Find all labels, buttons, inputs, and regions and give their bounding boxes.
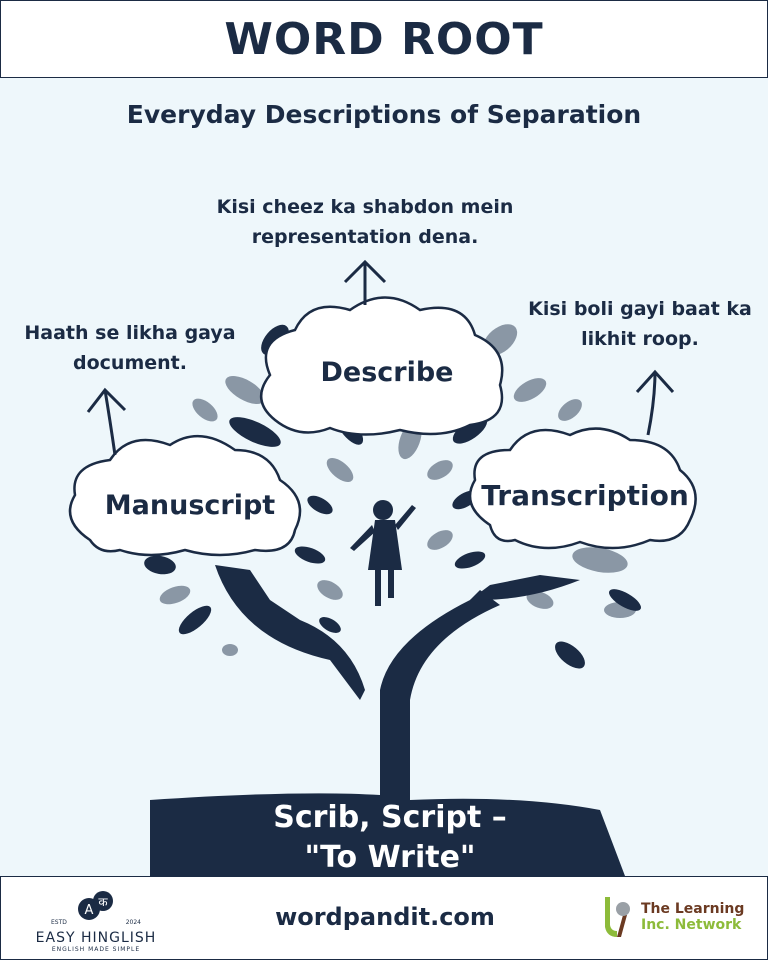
word-transcription: Transcription bbox=[481, 479, 689, 512]
root-label: Scrib, Script – "To Write" bbox=[190, 798, 590, 878]
tree-logo-icon bbox=[605, 897, 630, 937]
word-manuscript: Manuscript bbox=[104, 490, 276, 521]
meaning-manuscript: Haath se likha gaya document. bbox=[24, 322, 236, 374]
root-line1: Scrib, Script – bbox=[273, 800, 507, 835]
arrow-up-icon bbox=[635, 369, 675, 436]
trunk-and-ground bbox=[150, 590, 625, 876]
cloud-manuscript bbox=[68, 434, 302, 557]
easy-hinglish-logo: A क ESTD 2024 EASY HINGLISH ENGLISH MADE … bbox=[31, 889, 161, 953]
page-title: WORD ROOT bbox=[224, 13, 544, 65]
site-link[interactable]: wordpandit.com bbox=[275, 903, 495, 931]
header: WORD ROOT bbox=[0, 0, 768, 78]
estd-label: ESTD bbox=[51, 919, 67, 926]
meaning-transcription: Kisi boli gayi baat ka likhit roop. bbox=[528, 298, 752, 350]
arrows bbox=[86, 259, 675, 456]
estd-year: 2024 bbox=[125, 919, 141, 926]
logo-name: EASY HINGLISH bbox=[35, 930, 157, 946]
arrow-up-icon bbox=[86, 387, 127, 456]
right-hand bbox=[470, 575, 580, 600]
footer: A क ESTD 2024 EASY HINGLISH ENGLISH MADE … bbox=[0, 876, 768, 960]
root-line2: "To Write" bbox=[304, 840, 476, 875]
cloud-describe bbox=[260, 296, 504, 436]
clouds bbox=[68, 296, 697, 557]
subtitle: Everyday Descriptions of Separation bbox=[126, 100, 642, 129]
child-figure bbox=[350, 500, 416, 606]
tree-illustration bbox=[68, 259, 697, 876]
logo-line1: The Learning bbox=[641, 901, 745, 917]
logo-tagline: ENGLISH MADE SIMPLE bbox=[51, 946, 141, 953]
word-describe: Describe bbox=[320, 357, 454, 388]
left-hand bbox=[215, 565, 365, 700]
logo-glyph-k: क bbox=[98, 895, 108, 909]
speech-bubbles-icon: A क bbox=[78, 891, 113, 920]
cloud-transcription bbox=[468, 427, 697, 550]
arrow-up-icon bbox=[343, 259, 387, 305]
estd: ESTD 2024 bbox=[31, 919, 161, 926]
logo-line2: Inc. Network bbox=[641, 917, 742, 933]
meaning-describe: Kisi cheez ka shabdon mein representatio… bbox=[216, 196, 514, 248]
logo-glyph-a: A bbox=[85, 903, 94, 918]
learning-inc-logo: The Learning Inc. Network bbox=[601, 895, 744, 939]
